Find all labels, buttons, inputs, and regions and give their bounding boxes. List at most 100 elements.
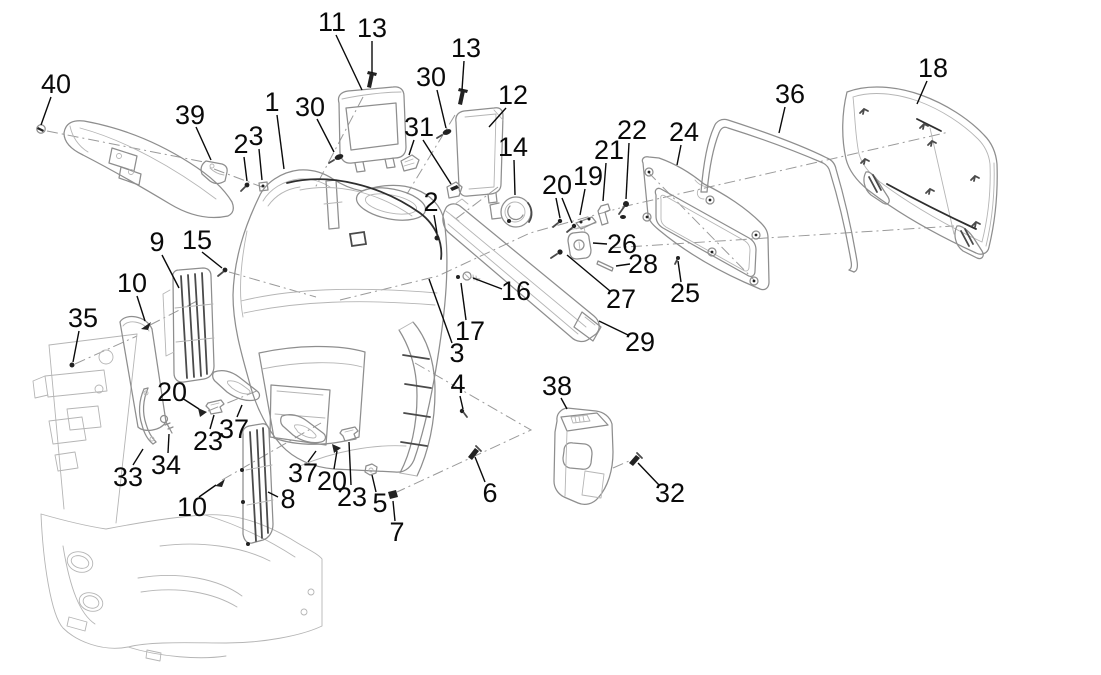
leader-line-17 xyxy=(460,282,467,321)
leader-line-2 xyxy=(243,156,248,182)
part-label-13: 13 xyxy=(357,13,387,43)
part-label-26: 26 xyxy=(607,229,637,259)
part-label-20: 20 xyxy=(157,377,187,407)
part-small-fasteners xyxy=(138,181,643,499)
part-front-trim xyxy=(63,120,234,219)
leader-line-27 xyxy=(566,254,611,292)
part-label-3: 3 xyxy=(248,121,263,151)
leader-line-12 xyxy=(488,107,507,128)
part-seal-36 xyxy=(696,118,858,273)
part-door-frame-11 xyxy=(337,86,407,173)
leader-line-10 xyxy=(136,295,146,322)
leader-line-38 xyxy=(560,397,568,410)
part-label-27: 27 xyxy=(606,284,636,314)
part-label-30: 30 xyxy=(416,62,446,92)
leader-line-24 xyxy=(676,144,682,166)
part-horn-14 xyxy=(489,196,533,228)
part-lock-cluster xyxy=(434,201,680,272)
leader-line-32 xyxy=(637,462,660,486)
leader-line-25 xyxy=(677,260,682,283)
part-label-14: 14 xyxy=(498,132,528,162)
leader-line-8 xyxy=(267,491,279,498)
part-grille-9 xyxy=(162,267,215,383)
leader-line-20 xyxy=(561,197,573,224)
leader-line-39 xyxy=(195,126,212,161)
part-label-2: 2 xyxy=(233,129,248,159)
part-label-39: 39 xyxy=(175,100,205,130)
part-door-panel-12 xyxy=(455,107,504,204)
part-label-25: 25 xyxy=(670,278,700,308)
leader-line-13 xyxy=(461,60,465,91)
part-label-37: 37 xyxy=(219,414,249,444)
part-label-34: 34 xyxy=(151,450,181,480)
part-clip-30-right xyxy=(436,129,452,139)
part-main-shield xyxy=(232,169,448,477)
part-beam-29 xyxy=(442,198,602,343)
leader-line-6 xyxy=(474,456,486,483)
leader-line-7 xyxy=(392,500,396,522)
part-clip-30-left xyxy=(328,154,344,164)
part-label-23: 23 xyxy=(193,426,223,456)
leader-line-1 xyxy=(276,114,285,170)
leader-line-33 xyxy=(132,448,144,466)
artwork-layer xyxy=(32,71,998,662)
leader-line-4 xyxy=(459,395,464,410)
part-label-38: 38 xyxy=(542,371,572,401)
part-label-7: 7 xyxy=(389,517,404,547)
part-label-11: 11 xyxy=(318,7,346,37)
part-label-24: 24 xyxy=(669,117,699,147)
leader-line-15 xyxy=(201,251,223,269)
leader-line-22 xyxy=(625,142,630,200)
part-label-13: 13 xyxy=(451,33,481,63)
part-grille-8 xyxy=(240,423,274,546)
part-label-31: 31 xyxy=(404,112,434,142)
leader-line-28 xyxy=(615,263,631,267)
part-label-30: 30 xyxy=(295,92,325,122)
part-label-12: 12 xyxy=(498,80,528,110)
leader-line-19 xyxy=(579,188,586,216)
part-label-36: 36 xyxy=(775,79,805,109)
leader-line-20 xyxy=(333,450,338,470)
leader-line-26 xyxy=(592,242,608,245)
part-label-17: 17 xyxy=(455,316,485,346)
part-label-29: 29 xyxy=(625,327,655,357)
leader-line-9 xyxy=(161,254,180,289)
leader-line-37 xyxy=(307,450,317,463)
leader-line-40 xyxy=(40,96,52,126)
leader-line-23 xyxy=(209,414,215,430)
part-bracket-38 xyxy=(553,407,614,505)
leader-line-31 xyxy=(408,139,415,156)
leader-line-31 xyxy=(422,139,452,185)
part-label-28: 28 xyxy=(628,249,658,279)
part-label-40: 40 xyxy=(41,69,71,99)
leader-line-35 xyxy=(72,330,80,363)
leader-line-5 xyxy=(371,474,377,493)
leader-line-37 xyxy=(236,404,243,418)
leader-line-11 xyxy=(335,34,363,91)
part-label-1: 1 xyxy=(264,87,279,117)
part-panel-24 xyxy=(641,156,770,291)
part-bracket-39 xyxy=(200,160,228,185)
leader-line-14 xyxy=(513,159,516,196)
leader-line-36 xyxy=(778,106,786,134)
part-label-37: 37 xyxy=(288,458,318,488)
leader-line-2 xyxy=(433,214,438,234)
part-label-4: 4 xyxy=(450,369,465,399)
part-screw-13-left xyxy=(367,71,377,88)
part-label-23: 23 xyxy=(337,482,367,512)
part-label-20: 20 xyxy=(317,466,347,496)
leader-line-20 xyxy=(555,197,561,219)
windshield-clips xyxy=(859,107,981,228)
part-windshield-18 xyxy=(842,86,998,260)
part-label-9: 9 xyxy=(149,227,164,257)
leader-line-34 xyxy=(167,433,170,454)
part-clip-31-upper xyxy=(400,154,420,172)
part-label-8: 8 xyxy=(280,484,295,514)
leader-line-29 xyxy=(598,320,629,336)
part-label-20: 20 xyxy=(542,170,572,200)
part-label-19: 19 xyxy=(573,161,603,191)
leader-line-16 xyxy=(472,277,503,290)
